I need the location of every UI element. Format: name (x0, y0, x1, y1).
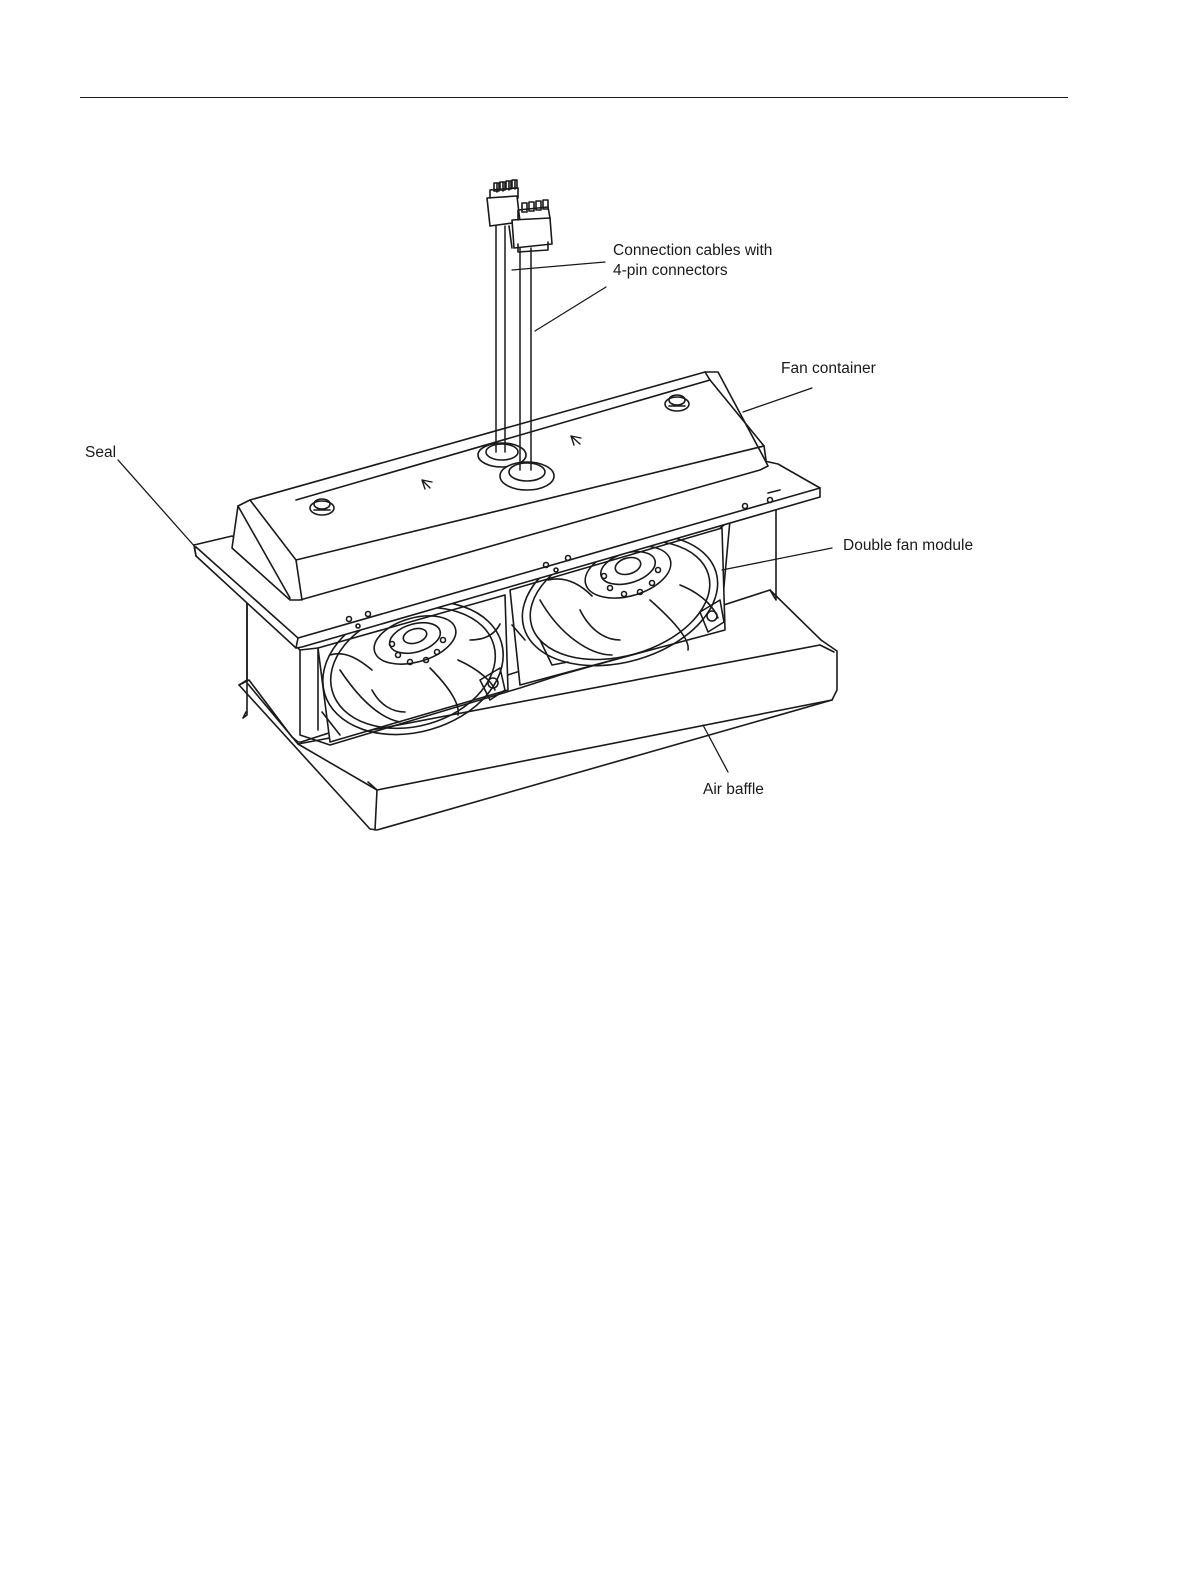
leader-double-fan (722, 548, 832, 570)
fan-container-label: Fan container (781, 359, 876, 379)
leader-fan-container (743, 388, 812, 412)
air-baffle-label: Air baffle (703, 780, 764, 800)
connection-cables-label: Connection cables with 4-pin connectors (613, 241, 772, 281)
leader-cables-1 (512, 262, 605, 270)
connection-cables-label-line2: 4-pin connectors (613, 262, 728, 279)
connection-cables-label-line1: Connection cables with (613, 242, 772, 259)
leader-seal (118, 460, 196, 548)
double-fan-module-label: Double fan module (843, 536, 973, 556)
leader-cables-2 (535, 287, 606, 331)
seal-label: Seal (85, 443, 116, 463)
